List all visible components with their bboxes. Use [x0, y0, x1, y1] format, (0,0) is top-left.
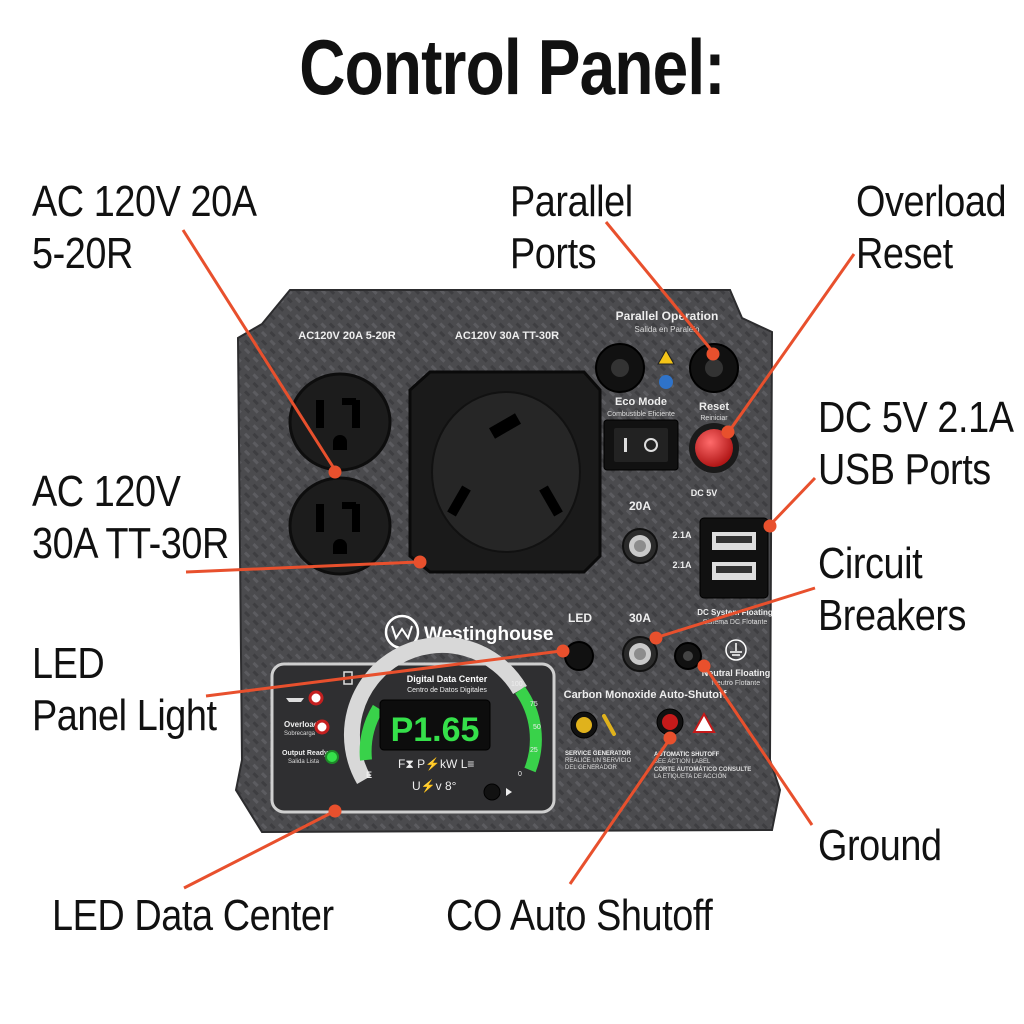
led-label: LED — [568, 611, 592, 625]
eco-sub: Combustible Eficiente — [607, 411, 675, 418]
display-row1: F⧗ P⚡kW L≡ — [398, 757, 474, 771]
usb-amp-2: 2.1A — [672, 560, 692, 570]
play-icon — [506, 788, 512, 796]
dc5v-label: DC 5V — [691, 488, 718, 498]
digital-data-center — [270, 636, 556, 814]
display-readout: P1.65 — [391, 711, 480, 749]
warning-icon — [657, 348, 675, 365]
overload-label: Overload — [284, 720, 319, 729]
breaker20-label: 20A — [629, 499, 651, 513]
ground-terminal[interactable] — [674, 642, 702, 670]
auto-line3: CORTE AUTOMÁTICO CONSULTE — [654, 766, 751, 773]
service-line3: DEL GENERADOR — [565, 765, 617, 771]
service-line1: SERVICE GENERATOR — [565, 751, 631, 757]
callout-arrows — [181, 221, 856, 890]
breaker-30a[interactable] — [622, 636, 658, 672]
reset-sub: Reiniciar — [700, 415, 728, 422]
oil-warning-light — [308, 690, 324, 706]
auto-line4: LA ETIQUETA DE ACCIÓN — [654, 773, 727, 780]
ground-symbol-icon — [725, 639, 747, 661]
callout-ground: Ground — [818, 821, 942, 870]
pct50: 50 — [533, 724, 541, 731]
auto-line2: SEE ACTION LABEL — [654, 759, 711, 765]
service-indicator — [570, 711, 598, 739]
parallel-port-right[interactable] — [689, 343, 739, 393]
usb-amp-1: 2.1A — [672, 530, 692, 540]
dc-floating-sub: Sistema DC Flotante — [703, 619, 768, 626]
output-ready-light — [325, 750, 339, 764]
neutral-label: Neutral Floating — [702, 668, 771, 678]
outlet-30a[interactable] — [408, 370, 602, 574]
callout-co: CO Auto Shutoff — [446, 891, 713, 940]
co-title: Carbon Monoxide Auto-Shutoff — [564, 689, 727, 701]
breaker-20a[interactable] — [622, 528, 658, 564]
output-ready-label: Output Ready — [282, 750, 328, 757]
info-icon — [659, 375, 673, 389]
co-warning-icon — [692, 711, 716, 733]
oil-icon — [286, 698, 304, 702]
display-mode-button[interactable] — [483, 783, 501, 801]
parallel-sub: Salida en Paralelo — [635, 325, 700, 334]
ddc-sub: Centro de Datos Digitales — [407, 687, 487, 694]
wrench-icon — [602, 714, 616, 736]
callout-data-center: LED Data Center — [52, 891, 334, 940]
output-ready-sub: Salida Lista — [288, 759, 320, 765]
usb-ports[interactable] — [699, 517, 769, 599]
eco-mode-switch[interactable] — [603, 419, 679, 471]
overload-reset-button[interactable] — [689, 423, 739, 473]
pct75: 75 — [530, 701, 538, 708]
overload-light — [314, 719, 330, 735]
pct25: 25 — [530, 747, 538, 754]
led-panel-light-button[interactable] — [564, 641, 594, 671]
outlet30-label: AC120V 30A TT-30R — [455, 330, 559, 342]
breaker30-label: 30A — [629, 611, 651, 625]
ddc-title: Digital Data Center — [407, 674, 488, 684]
page-title: Control Panel: — [299, 23, 725, 111]
outlet20-label: AC120V 20A 5-20R — [298, 330, 395, 342]
auto-line1: AUTOMATIC SHUTOFF — [654, 752, 720, 758]
e-label: E — [366, 770, 372, 780]
outlet-20a-bottom[interactable] — [288, 476, 392, 576]
co-shutoff-indicator — [656, 708, 684, 736]
neutral-sub: Neutro Flotante — [712, 680, 760, 687]
service-line2: REALICE UN SERVICIO — [565, 758, 632, 764]
eco-title: Eco Mode — [615, 396, 667, 408]
display-row2: U⚡v 8° — [412, 779, 457, 793]
reset-title: Reset — [699, 401, 729, 413]
pct0: 0 — [518, 771, 522, 778]
pct100: 100 — [511, 681, 523, 688]
parallel-title: Parallel Operation — [616, 309, 719, 323]
parallel-port-left[interactable] — [595, 343, 645, 393]
overload-sub: Sobrecarga — [284, 731, 316, 737]
